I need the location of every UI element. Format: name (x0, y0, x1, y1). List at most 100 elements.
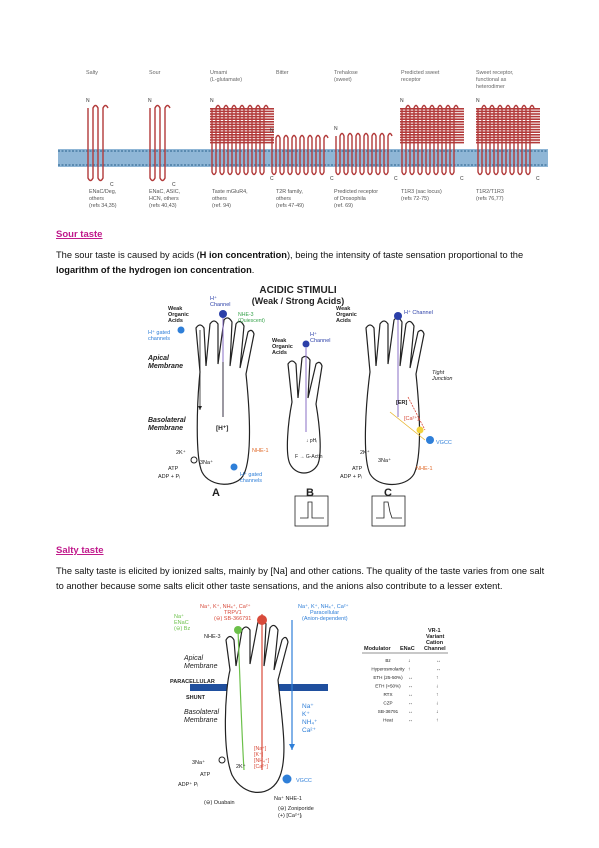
label-trehalose: Trehalose (334, 70, 358, 76)
label-sweet-receptor-3: heterodimer (476, 84, 505, 90)
extracellular-domain-line (476, 121, 540, 123)
extracellular-domain-line (476, 123, 540, 126)
a-h-channel-1: H⁺ (210, 295, 217, 302)
caption-sour: ENaC, ASIC,HCN, others(refs 40,43) (149, 189, 181, 209)
n-terminal-label: N (476, 98, 480, 104)
panel-letter-a: A (212, 487, 220, 499)
salty-2k: 2K⁺ (236, 763, 246, 770)
transmembrane-helix (211, 104, 269, 176)
label-sweet-receptor-2: functional as (476, 77, 507, 83)
trpv1-inhibitor: (⊖) SB-366791 (214, 616, 251, 622)
extracellular-domain-line (210, 113, 274, 115)
c-weak-acids-2: Organic (336, 312, 357, 318)
table-head-channel: Channel (424, 646, 446, 652)
extracellular-domain-line (210, 115, 274, 118)
salty-adp: ADP⁺ Pᵢ (178, 781, 198, 788)
extracellular-domain-line (210, 123, 274, 126)
a-basolateral-2: Membrane (148, 425, 183, 432)
enac-effect-arrow: ↔ (408, 701, 413, 707)
c-terminal-label: C (536, 176, 540, 182)
extracellular-domain-line (400, 128, 464, 131)
c-terminal-label: C (394, 176, 398, 182)
extracellular-domain-line (400, 139, 464, 141)
a-h-plus: [H⁺] (216, 425, 228, 432)
extracellular-domain-line (400, 115, 464, 118)
a-3na: 3Na⁺ (200, 459, 213, 466)
b-weak-acids-1: Weak (272, 338, 287, 344)
label-predicted-sweet: Predicted sweet (401, 70, 440, 76)
extracellular-domain-line (210, 139, 274, 141)
shunt-label-1: PARACELLULAR (170, 679, 215, 685)
label-sweet-receptor: Sweet receptor, (476, 70, 514, 76)
extracellular-domain-line (476, 110, 540, 113)
salty-3na: 3Na⁺ (192, 759, 205, 766)
paracellular-ions: Na⁺, K⁺, NH₄⁺, Ca²⁺ (298, 603, 349, 610)
transmembrane-helix (401, 104, 459, 176)
extracellular-domain-line (476, 115, 540, 118)
extracellular-domain-line (400, 136, 464, 139)
extracellular-domain-line (476, 136, 540, 139)
label-trehalose-sub: (sweet) (334, 77, 352, 83)
cell-b (286, 340, 323, 474)
transmembrane-helix (335, 132, 393, 176)
shunt-label-2: SHUNT (186, 695, 206, 701)
salty-basolateral-1: Basolateral (184, 709, 219, 716)
enac-effect-arrow: ↔ (408, 684, 413, 690)
b-ph: ↓ pHᵢ (306, 438, 317, 444)
extracellular-domain-line (210, 108, 274, 110)
a-atp: ATP (168, 466, 179, 472)
extracellular-domain-line (400, 118, 464, 120)
extracellular-domain-line (476, 134, 540, 136)
vr1-effect-arrow: ↑ (436, 692, 439, 698)
vr1-effect-arrow: ↓ (436, 684, 439, 690)
sour-heading: Sour taste (56, 229, 103, 240)
b-weak-acids-2: Organic (272, 344, 293, 350)
extracellular-domain-line (476, 141, 540, 144)
label-salty: Salty (86, 70, 98, 76)
vr1-effect-arrow: ↓ (436, 701, 439, 707)
ion-nh4: NH₄⁺ (302, 719, 318, 726)
enac-effect-arrow: ↑ (408, 667, 411, 673)
c-adp: ADP + Pᵢ (340, 474, 362, 480)
a-2k: 2K⁺ (176, 449, 186, 456)
a-weak-acids-2: Organic (168, 312, 189, 318)
inner-ca: [Ca²⁺] (254, 764, 269, 770)
n-terminal-label: N (270, 128, 274, 134)
caption-salty: ENaC/Deg,others(refs 34,35) (89, 189, 117, 209)
trpv1-ions: Na⁺, K⁺, NH₄⁺, Ca²⁺ (200, 603, 251, 610)
extracellular-domain-line (210, 131, 274, 133)
table-head-cation: Cation (426, 640, 444, 646)
paracellular-dependence: (Anion-dependent) (302, 616, 348, 622)
extracellular-domain-line (476, 108, 540, 110)
c-h-channel: H⁺ Channel (404, 309, 433, 316)
acidic-subtitle: (Weak / Strong Acids) (252, 296, 345, 306)
cell-a (177, 310, 255, 485)
extracellular-domain-line (476, 126, 540, 128)
extracellular-domain-line (210, 118, 274, 120)
vr1-effect-arrow: ↑ (436, 675, 439, 681)
salty-atp: ATP (200, 772, 211, 778)
c-terminal-label: C (110, 182, 114, 188)
extracellular-domain-line (210, 128, 274, 131)
table-head-vr1: VR-1 (428, 628, 441, 634)
salty-figure: Na⁺, K⁺, NH₄⁺, Ca²⁺ TRPV1 (⊖) SB-366791 … (170, 600, 550, 822)
c-terminal-label: C (172, 182, 176, 188)
modulator-row-label: RTX (383, 692, 392, 697)
a-h-gated-bottom-2: channels (240, 478, 262, 484)
extracellular-domain-line (476, 118, 540, 120)
a-apical-1: Apical (147, 355, 170, 362)
extracellular-domain-line (400, 121, 464, 123)
transmembrane-helix (149, 104, 171, 182)
extracellular-domain-line (476, 128, 540, 131)
extracellular-domain-line (400, 110, 464, 113)
a-h-channel-2: Channel (210, 302, 231, 308)
modulator-row-label: ETH (25-50%) (373, 675, 403, 680)
caption-bitter: T2R family,others(refs 47-49) (276, 189, 304, 209)
zoniporide-label: (⊖) Zoniporide (278, 806, 314, 812)
c-2k: 2K⁺ (360, 449, 370, 456)
extracellular-domain-line (210, 134, 274, 136)
c-atp: ATP (352, 466, 363, 472)
